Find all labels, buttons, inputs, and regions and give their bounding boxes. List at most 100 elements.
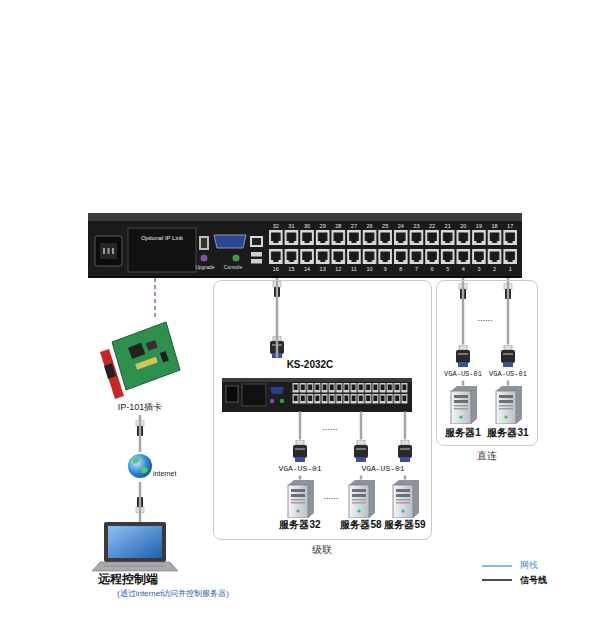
direct-region-text: 直连 xyxy=(477,450,497,462)
cable xyxy=(299,412,302,440)
server: 服务器31 xyxy=(485,386,530,440)
ip-card: IP-101插卡 xyxy=(95,318,185,415)
internet-globe-icon xyxy=(141,467,148,473)
port-number: 15 xyxy=(288,266,294,272)
kvm-switch-body xyxy=(251,252,262,257)
cascade-switch-body xyxy=(270,387,284,394)
port-number: 25 xyxy=(382,223,388,229)
port-number: 7 xyxy=(415,266,418,272)
port-number: 17 xyxy=(507,223,513,229)
port-number: 24 xyxy=(398,223,404,229)
cable xyxy=(507,381,510,386)
cable xyxy=(507,278,510,345)
ellipsis: ...... xyxy=(323,491,338,501)
vga-adapter-icon xyxy=(456,345,470,367)
vga-adapter-icon xyxy=(354,440,368,462)
port-number: 23 xyxy=(413,223,419,229)
ip-card-board xyxy=(160,351,169,362)
ip-link-line xyxy=(154,278,156,318)
laptop-icon xyxy=(92,562,178,571)
legend-line xyxy=(482,579,512,581)
kvm-switch-body xyxy=(128,228,196,272)
ip-card-board xyxy=(135,357,158,370)
internet-globe-icon xyxy=(128,454,152,478)
server-icon xyxy=(288,386,522,518)
internet-globe: internet xyxy=(126,452,184,482)
kvm-switch-body xyxy=(88,276,522,278)
cable xyxy=(360,476,363,480)
port-number: 20 xyxy=(460,223,466,229)
cable xyxy=(462,381,465,386)
port-number: 18 xyxy=(491,223,497,229)
vga-adapter-icon xyxy=(501,345,515,367)
server-text: 服务器59 xyxy=(384,519,425,531)
kvm-switch-body xyxy=(252,238,261,245)
kvm-switch-body xyxy=(103,248,105,254)
kvm-switch-body xyxy=(199,236,209,250)
cable xyxy=(462,278,465,345)
kvm-switch-body xyxy=(214,235,246,248)
vga-adapter-text: VGA-US-01 xyxy=(444,370,482,378)
server-text: 服务器32 xyxy=(279,519,320,531)
cascade-region-text: 级联 xyxy=(312,544,332,556)
kvm-switch-body xyxy=(88,213,522,278)
port-number: 19 xyxy=(476,223,482,229)
vga-adapter-text: VGA-US-01 xyxy=(489,370,527,378)
port-number: 11 xyxy=(351,266,357,272)
legend-text: 信号线 xyxy=(520,575,547,585)
cascade-switch-body xyxy=(222,378,412,382)
port-number: 13 xyxy=(320,266,326,272)
kvm-switch-body xyxy=(268,249,518,264)
kvm-switch-body xyxy=(250,236,263,247)
kvm-switch-body xyxy=(268,230,518,245)
vga-adapter-text: VGA-US-01 xyxy=(278,464,321,473)
kvm-switch-text: Upgrade xyxy=(195,265,214,271)
server: 服务器1 xyxy=(443,386,483,440)
port-number: 26 xyxy=(366,223,372,229)
cascade-region: KS-2032CVGA-US-01VGA-US-01服务器32服务器58服务器5… xyxy=(213,280,432,540)
cascade-switch-body xyxy=(270,399,274,403)
ip-card-board xyxy=(146,340,158,351)
server: 服务器32 xyxy=(277,480,322,532)
ip-card-board xyxy=(100,322,180,399)
legend-line xyxy=(482,566,512,580)
server-text: 服务器31 xyxy=(487,427,528,439)
server-text: 服务器1 xyxy=(445,427,481,439)
port-number: 21 xyxy=(445,223,451,229)
legend-line xyxy=(482,565,512,567)
vga-adapter-icon xyxy=(398,440,412,462)
laptop-icon xyxy=(92,522,178,571)
port-number: 2 xyxy=(493,266,496,272)
cascade-switch-body xyxy=(242,384,266,406)
kvm-switch-body xyxy=(88,213,522,221)
cable xyxy=(404,476,407,480)
ip-card-board xyxy=(128,336,169,372)
port-number: 29 xyxy=(320,223,326,229)
port-number: 4 xyxy=(462,266,465,272)
port-number: 32 xyxy=(273,223,279,229)
kvm-switch-body xyxy=(201,255,208,262)
vga-adapter: VGA-US-01 xyxy=(276,440,324,476)
vga-adapter: VGA-US-01 xyxy=(487,345,529,381)
laptop-icon xyxy=(104,522,166,562)
legend-text: 网线 xyxy=(520,560,538,570)
laptop-icon xyxy=(104,566,166,567)
port-number: 12 xyxy=(335,266,341,272)
ip-card-board xyxy=(104,363,116,379)
cable xyxy=(139,482,142,522)
cable xyxy=(361,412,405,440)
kvm-switch-body xyxy=(88,213,522,278)
ip-card-board xyxy=(128,343,145,359)
remote-laptop: 远程控制端(通过internet访问并控制服务器) xyxy=(88,522,238,602)
kvm-switch-body xyxy=(201,238,207,248)
cable xyxy=(139,415,142,452)
laptop-icon xyxy=(108,526,162,558)
port-number: 30 xyxy=(304,223,310,229)
kvm-switch-body xyxy=(108,248,110,254)
port-number: 6 xyxy=(431,266,434,272)
port-number: 31 xyxy=(288,223,294,229)
kvm-switch-text: Optional IP Link xyxy=(141,235,183,242)
